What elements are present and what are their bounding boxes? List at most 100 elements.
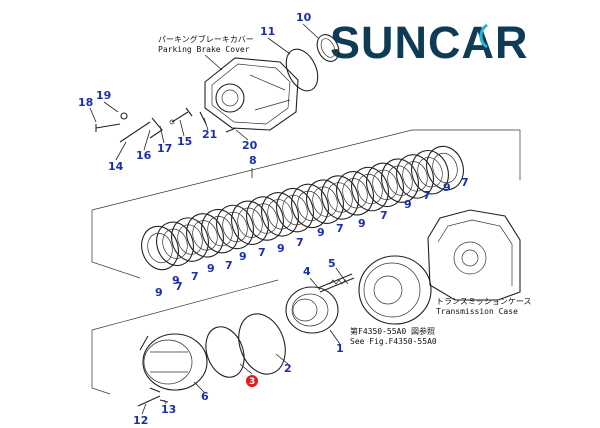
snap-ring-part <box>285 48 319 92</box>
callout-7: 7 <box>258 246 266 259</box>
bolt-hardware <box>95 107 237 143</box>
callout-7: 7 <box>423 189 431 202</box>
see-fig-caption-jp: 第F4350-55A0 図参照 <box>350 326 435 336</box>
callout-19: 19 <box>96 89 111 102</box>
callout-9: 9 <box>239 250 247 263</box>
clutch-disc-inner <box>357 173 383 205</box>
clutch-disc <box>216 204 254 250</box>
callout-9: 9 <box>172 274 180 287</box>
clutch-disc-inner <box>192 220 218 251</box>
callout-12: 12 <box>133 414 148 427</box>
logo-text: SUNCAR <box>330 17 529 68</box>
transmission-caption-jp: トランスミッションケース <box>436 297 531 306</box>
clutch-disc <box>186 213 224 258</box>
callout-11: 11 <box>260 25 275 38</box>
callout-9: 9 <box>317 226 325 239</box>
callout-8: 8 <box>249 154 257 167</box>
clutch-disc <box>411 150 449 195</box>
clutch-disc <box>381 158 419 203</box>
clutch-disc <box>321 175 359 220</box>
clutch-disc-inner <box>282 195 308 226</box>
transmission-caption-en: Transmission Case <box>436 307 518 316</box>
clutch-disc-inner <box>312 186 338 217</box>
clutch-disc-inner <box>237 207 263 238</box>
callout-18: 18 <box>78 96 93 109</box>
callout-3-highlight: 3 <box>246 375 258 387</box>
clutch-disc-inner <box>297 190 323 221</box>
clutch-disc <box>261 192 299 237</box>
clutch-disc <box>276 187 314 233</box>
clutch-disc-inner <box>387 165 413 196</box>
clutch-disc-inner <box>327 182 353 213</box>
callout-1: 1 <box>336 342 344 355</box>
callout-7: 7 <box>175 280 183 293</box>
clutch-disc <box>351 166 389 212</box>
ring-part <box>316 34 340 62</box>
callout-7: 7 <box>296 236 304 249</box>
o-ring-part <box>205 326 245 378</box>
callout-5: 5 <box>328 257 336 270</box>
callout-15: 15 <box>177 135 192 148</box>
clutch-disc <box>141 225 179 271</box>
callout-layer: 10 11 18 19 14 16 17 15 21 20 8 7 9 7 9 … <box>78 11 469 427</box>
clutch-disc <box>231 200 269 245</box>
callout-9: 9 <box>155 286 163 299</box>
callout-7: 7 <box>380 209 388 222</box>
clutch-disc <box>366 162 404 208</box>
clutch-disc-inner <box>402 161 428 192</box>
clutch-disc-inner <box>432 152 458 184</box>
callout-6: 6 <box>201 390 209 403</box>
parking-brake-cover <box>204 57 299 131</box>
clutch-disc-inner <box>417 157 443 188</box>
callout-9: 9 <box>207 262 215 275</box>
callout-7: 7 <box>461 176 469 189</box>
clutch-disc-inner <box>372 169 398 200</box>
callout-9: 9 <box>277 242 285 255</box>
clutch-disc-inner <box>342 178 368 209</box>
callout-9: 9 <box>358 217 366 230</box>
clutch-disc-inner <box>267 199 293 230</box>
callout-14: 14 <box>108 160 124 173</box>
callout-13: 13 <box>161 403 176 416</box>
clutch-disc <box>246 196 284 241</box>
clutch-disc-pack <box>141 145 464 271</box>
lower-frame <box>91 279 279 395</box>
see-fig-caption-en: See Fig.F4350-55A0 <box>350 337 437 346</box>
clutch-disc-inner <box>177 224 203 255</box>
logo-swoosh-icon <box>479 23 488 49</box>
callout-9: 9 <box>443 181 451 194</box>
clutch-disc <box>306 179 344 224</box>
bolt-part <box>137 395 169 407</box>
callout-9: 9 <box>404 198 412 211</box>
callout-2: 2 <box>284 362 292 375</box>
callout-10: 10 <box>296 11 312 24</box>
clutch-disc-inner <box>252 203 278 234</box>
callout-20: 20 <box>242 139 258 152</box>
callout-17: 17 <box>157 142 172 155</box>
clutch-disc-inner <box>207 216 233 247</box>
clutch-disc-inner <box>162 228 188 259</box>
clutch-housing <box>139 333 208 393</box>
leader-lines <box>89 23 347 415</box>
transmission-case <box>427 209 521 301</box>
callout-16: 16 <box>136 149 152 162</box>
piston-assembly <box>285 255 432 334</box>
suncar-logo: SUNCAR <box>330 17 529 68</box>
callout-4: 4 <box>303 265 311 278</box>
clutch-disc <box>171 217 209 262</box>
callout-7: 7 <box>336 222 344 235</box>
clutch-disc <box>426 145 464 191</box>
callout-21: 21 <box>202 128 217 141</box>
clutch-disc-inner <box>222 211 248 243</box>
parking-brake-caption-jp: パーキングブレーキカバー <box>158 34 254 44</box>
clutch-disc <box>201 208 239 254</box>
parking-brake-caption-en: Parking Brake Cover <box>158 45 250 54</box>
clutch-disc <box>396 154 434 199</box>
callout-7: 7 <box>191 270 199 283</box>
clutch-disc <box>291 183 329 229</box>
callout-3: 3 <box>249 377 255 387</box>
clutch-disc <box>336 171 374 216</box>
clutch-disc <box>156 221 194 266</box>
